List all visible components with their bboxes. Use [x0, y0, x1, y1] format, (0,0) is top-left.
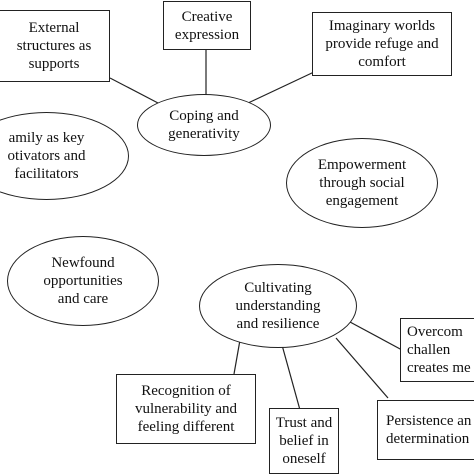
node-overcoming-label: Overcom challen creates me	[407, 324, 471, 376]
node-coping-generativity-label: Coping and generativity	[168, 108, 240, 142]
node-persistence: Persistence an determination	[377, 400, 474, 460]
node-coping-generativity: Coping and generativity	[137, 94, 271, 156]
node-newfound-opportunities: Newfound opportunities and care	[7, 236, 159, 326]
node-creative-expression-label: Creative expression	[174, 8, 240, 43]
edge-cultivating-to-recognition	[233, 339, 241, 375]
edge-cultivating-to-trust	[281, 344, 301, 411]
node-external-structures: External structures as supports	[0, 10, 110, 82]
node-imaginary-worlds: Imaginary worlds provide refuge and comf…	[312, 12, 452, 76]
node-overcoming: Overcom challen creates me	[400, 318, 474, 382]
node-external-structures-label: External structures as supports	[16, 20, 92, 72]
node-recognition: Recognition of vulnerability and feeling…	[116, 374, 256, 444]
node-imaginary-worlds-label: Imaginary worlds provide refuge and comf…	[325, 18, 439, 70]
node-persistence-label: Persistence an determination	[386, 413, 472, 447]
node-empowerment: Empowerment through social engagement	[286, 138, 438, 228]
node-creative-expression: Creative expression	[163, 1, 251, 50]
node-recognition-label: Recognition of vulnerability and feeling…	[134, 383, 238, 435]
node-trust: Trust and belief in oneself	[269, 408, 339, 474]
node-family-key-label: amily as key otivators and facilitators	[7, 130, 86, 182]
node-cultivating: Cultivating understanding and resilience	[199, 264, 357, 348]
edge-cultivating-to-overcoming	[349, 321, 403, 351]
node-family-key: amily as key otivators and facilitators	[0, 112, 129, 200]
edge-coping-to-external-structures	[109, 77, 159, 104]
edge-cultivating-to-persistence	[335, 337, 389, 399]
node-trust-label: Trust and belief in oneself	[275, 415, 333, 467]
edge-coping-to-imaginary-worlds	[245, 71, 315, 105]
node-empowerment-label: Empowerment through social engagement	[317, 157, 407, 209]
node-cultivating-label: Cultivating understanding and resilience	[235, 280, 321, 332]
node-newfound-opportunities-label: Newfound opportunities and care	[43, 255, 123, 307]
